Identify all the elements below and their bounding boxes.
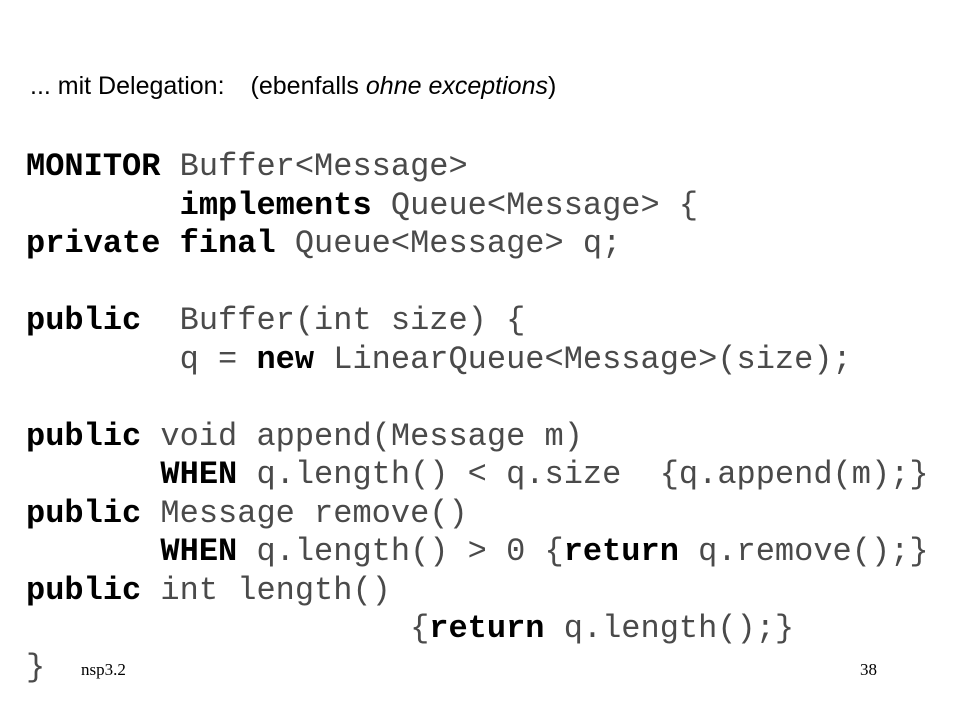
code-line: public void append(Message m) [26,418,929,457]
code-text: Queue<Message> { [371,186,699,224]
code-line: public Message remove() [26,495,929,534]
code-text: Message remove() [141,494,468,532]
code-keyword: WHEN [160,456,238,493]
code-text [160,225,179,262]
code-text: int length() [141,571,391,609]
code-line: q = new LinearQueue<Message>(size); [26,341,929,380]
code-line [26,379,929,418]
code-line: private final Queue<Message> q; [26,225,929,264]
code-text: q.length();} [544,610,795,647]
code-keyword: public [26,302,142,339]
code-text: Queue<Message> q; [275,225,622,262]
code-text: Buffer<Message> [160,148,468,185]
heading-italic: ohne exceptions [365,72,548,100]
code-text: q.length() < q.size {q.append(m);} [237,456,929,493]
code-text: q = [26,340,257,378]
code-keyword: return [429,610,545,647]
heading-paren-open: (ebenfalls [250,72,366,100]
footer-slide-id: nsp3.2 [81,660,126,679]
code-line: public Buffer(int size) { [26,302,929,341]
code-text: LinearQueue<Message>(size); [314,340,852,378]
code-keyword: public [26,417,142,455]
code-line: MONITOR Buffer<Message> [26,148,929,187]
code-keyword: public [26,494,142,532]
heading-paren-close: ) [547,72,557,100]
code-keyword: MONITOR [26,148,161,185]
code-keyword: private [26,225,161,262]
code-text: q.length() > 0 { [237,533,564,570]
code-keyword: final [179,225,276,262]
code-line: WHEN q.length() > 0 {return q.remove();} [26,533,929,572]
code-keyword: implements [179,186,372,224]
heading-prefix: ... mit Delegation: [30,72,225,100]
code-text [26,533,160,570]
code-keyword: public [26,571,142,609]
code-keyword: new [256,340,315,378]
code-text [26,456,160,493]
code-text [26,187,180,224]
slide-heading: ... mit Delegation: (ebenfalls ohne excep… [30,72,556,101]
code-line [26,264,929,303]
footer-page-number: 38 [860,660,877,679]
code-line: } [26,649,929,688]
code-keyword: return [563,533,679,570]
code-text: } [26,648,46,686]
code-line: public int length() [26,572,929,611]
code-line: implements Queue<Message> { [26,187,929,226]
code-text: void append(Message m) [141,417,583,455]
code-text: { [26,610,430,647]
code-text: Buffer(int size) { [141,302,526,339]
code-line: WHEN q.length() < q.size {q.append(m);} [26,456,929,495]
code-text: q.remove();} [678,533,929,570]
code-line: {return q.length();} [26,610,929,649]
code-keyword: WHEN [160,533,238,570]
code-listing: MONITOR Buffer<Message> implements Queue… [26,148,929,687]
